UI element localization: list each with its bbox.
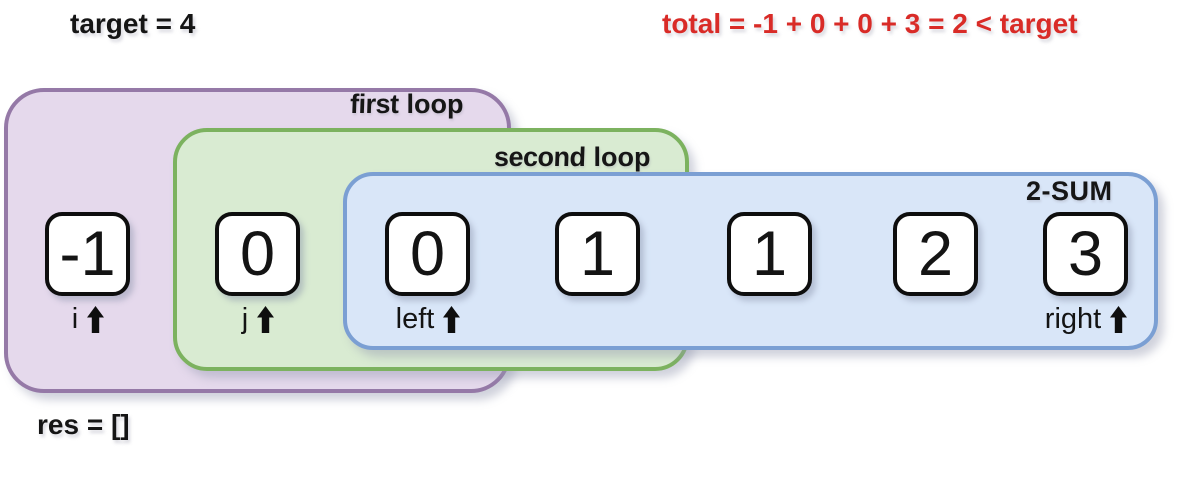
array-cell: -1	[45, 212, 130, 296]
target-caption: target = 4	[70, 8, 196, 39]
array-cell-value: 3	[1067, 219, 1104, 289]
up-arrow-icon	[443, 305, 461, 333]
pointer-i: i	[33, 301, 143, 337]
array-cell: 1	[727, 212, 812, 296]
array-cell: 0	[385, 212, 470, 296]
pointer-left: left	[358, 301, 498, 337]
array-cell-value: 0	[409, 219, 446, 289]
pointer-right-label: right	[1044, 302, 1102, 335]
pointer-j-label: j	[241, 302, 249, 335]
array-cell-value: 2	[917, 219, 954, 289]
up-arrow-icon	[257, 305, 275, 333]
pointer-left-label: left	[395, 302, 435, 335]
array-cell: 1	[555, 212, 640, 296]
total-caption: total = -1 + 0 + 0 + 3 = 2 < target	[662, 8, 1078, 39]
pointer-j: j	[203, 301, 313, 337]
second-loop-word-rest: loop	[593, 142, 651, 172]
array-cell-value: 1	[751, 219, 788, 289]
array-cell: 0	[215, 212, 300, 296]
second-loop-word: second	[493, 142, 587, 172]
two-sum-label: 2-SUM	[1026, 176, 1113, 206]
array-cell-value: 0	[239, 219, 276, 289]
pointer-i-label: i	[71, 302, 79, 335]
array-cell-value: 1	[579, 219, 616, 289]
pointer-right: right	[1016, 301, 1156, 337]
result-caption: res = []	[37, 409, 130, 440]
up-arrow-icon	[87, 305, 105, 333]
first-loop-word-rest: loop	[406, 89, 464, 119]
array-cell: 3	[1043, 212, 1128, 296]
up-arrow-icon	[1110, 305, 1128, 333]
first-loop-word: first	[349, 89, 400, 119]
array-cell-value: -1	[59, 219, 116, 289]
array-cell: 2	[893, 212, 978, 296]
